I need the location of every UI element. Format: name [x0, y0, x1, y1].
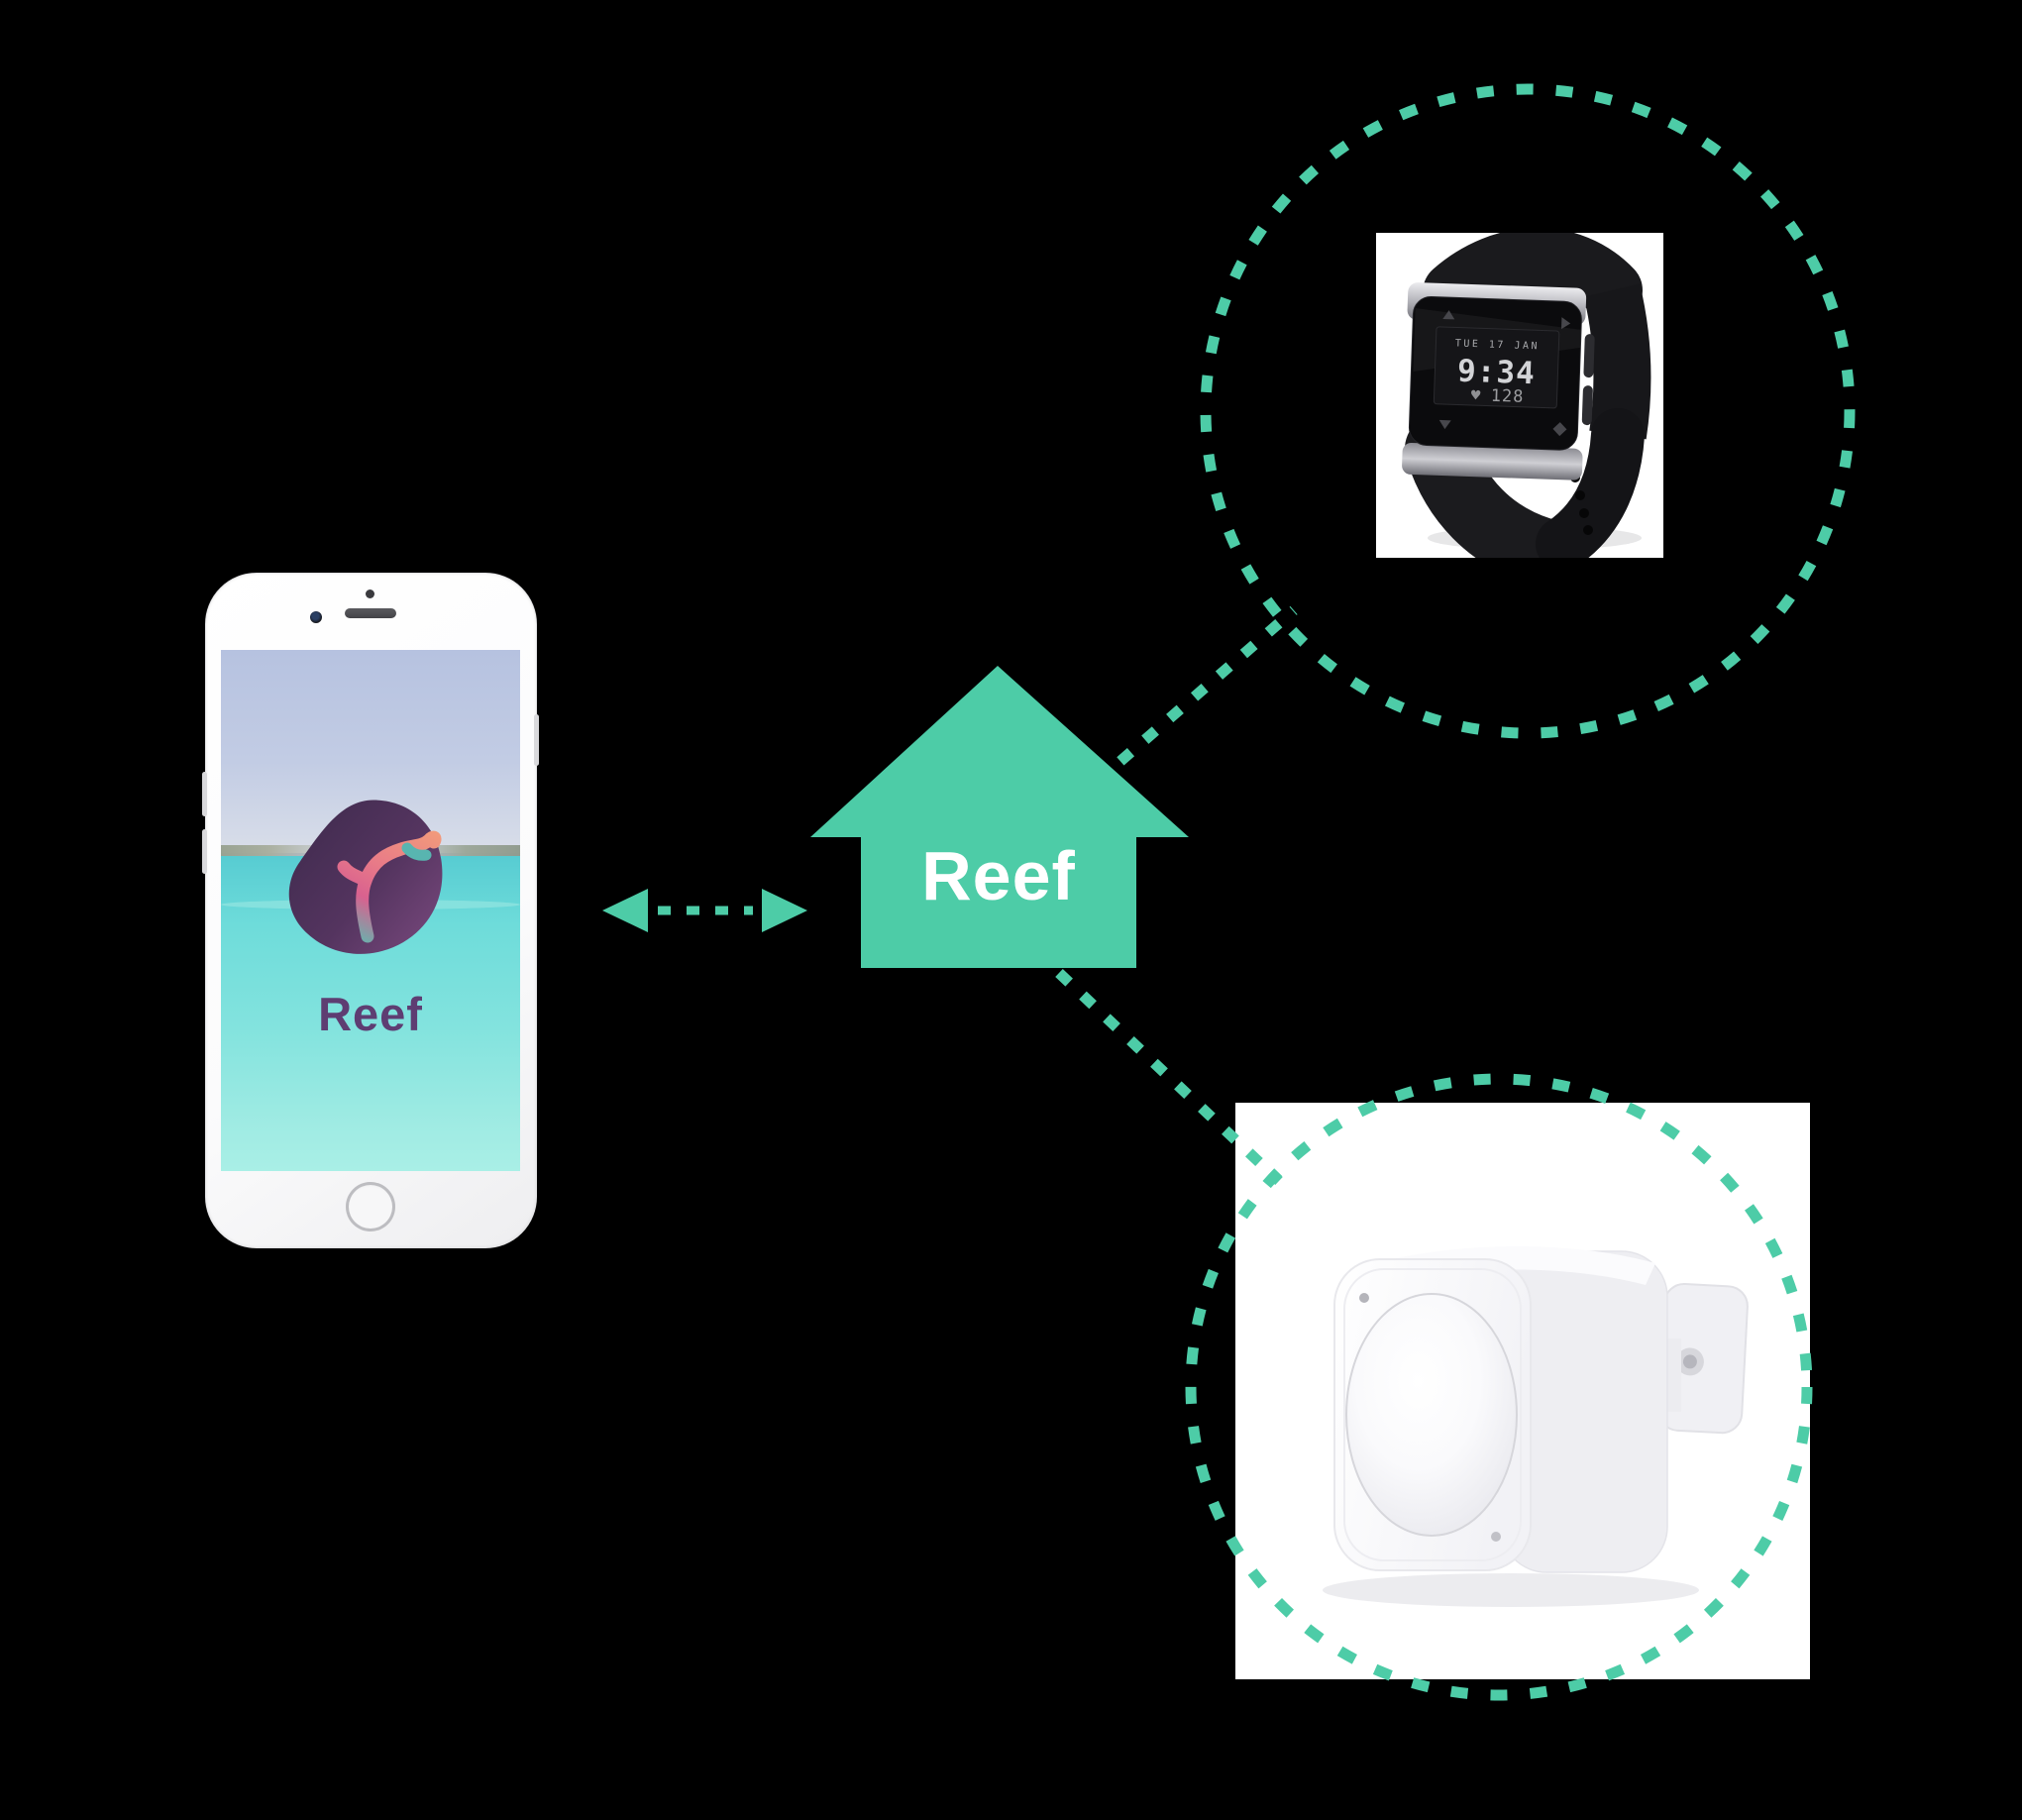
- coral-teal-fork: [401, 842, 432, 861]
- smartwatch-photo-card: TUE 17 JAN 9:34 ♥ 128: [1376, 233, 1663, 558]
- watch-side-button-bottom: [1581, 385, 1593, 426]
- power-button: [534, 714, 539, 766]
- motion-sensor-photo-card: [1235, 1103, 1810, 1679]
- phone-hub-sync-arrow: [602, 889, 807, 932]
- arrowhead-right-icon: [762, 889, 807, 932]
- coral-branch-icon: [337, 830, 442, 943]
- smartphone: Reef: [202, 573, 539, 1248]
- heart-rate-value: 128: [1490, 386, 1524, 407]
- proximity-sensor-dot: [366, 589, 374, 598]
- volume-down-button: [202, 829, 207, 874]
- earpiece-speaker: [345, 608, 396, 618]
- hub-watch-connector: [1092, 605, 1298, 788]
- sensor-dome-lens: [1345, 1293, 1518, 1537]
- sensor-shadow: [1323, 1573, 1699, 1607]
- motion-sensor-illustration: [1323, 1245, 1749, 1607]
- home-button: [346, 1182, 395, 1231]
- phone-screen: Reef: [221, 650, 520, 1171]
- reef-app-logo: [288, 800, 443, 954]
- screw-dot-bottom: [1491, 1532, 1501, 1542]
- heart-icon: ♥: [1470, 388, 1482, 403]
- watch-side-button-top: [1583, 334, 1595, 378]
- screw-dot-top: [1359, 1293, 1369, 1303]
- smartwatch-illustration: TUE 17 JAN 9:34 ♥ 128: [1402, 233, 1651, 558]
- watch-face: TUE 17 JAN 9:34 ♥ 128: [1402, 282, 1595, 481]
- hub-label: Reef: [921, 837, 1076, 914]
- front-camera-icon: [310, 611, 322, 623]
- volume-up-button: [202, 772, 207, 816]
- phone-app-name-label: Reef: [318, 988, 423, 1040]
- arrowhead-left-icon: [602, 889, 648, 932]
